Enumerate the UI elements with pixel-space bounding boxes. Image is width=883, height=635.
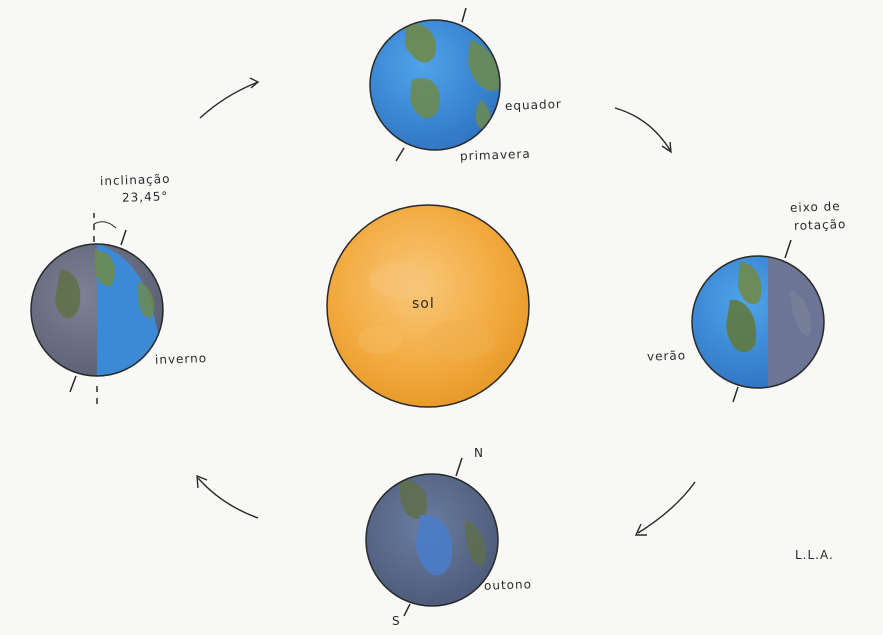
tilt-label: inclinação [100,172,171,188]
earth-summer [692,240,838,402]
equator-label: equador [505,97,562,113]
axis-label-line2: rotação [794,217,847,233]
summer-label: verão [647,348,687,363]
north-label: N [474,446,484,460]
south-label: S [392,614,401,628]
spring-label: primavera [460,147,531,163]
earth-spring [370,8,500,161]
signature: L.L.A. [795,548,834,562]
sun-label: sol [412,296,435,312]
autumn-label: outono [484,577,532,593]
winter-label: inverno [155,351,208,367]
arrow-top-left [200,82,258,118]
earth-winter [31,213,163,404]
tilt-angle-label: 23,45° [122,189,169,205]
axis-label-line1: eixo de [790,199,841,215]
arrow-top-right [615,108,670,150]
arrow-bottom-right [638,482,695,533]
earth-autumn [366,458,498,616]
arrow-bottom-left [198,478,258,518]
